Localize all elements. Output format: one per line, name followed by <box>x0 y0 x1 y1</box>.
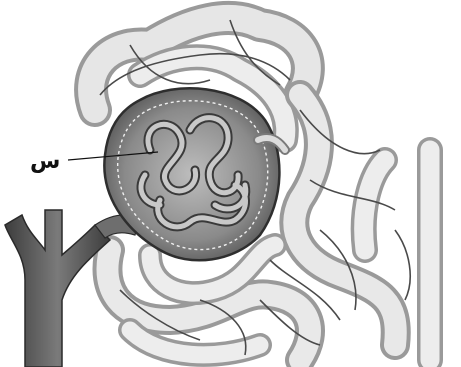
label-s: س <box>30 149 60 174</box>
